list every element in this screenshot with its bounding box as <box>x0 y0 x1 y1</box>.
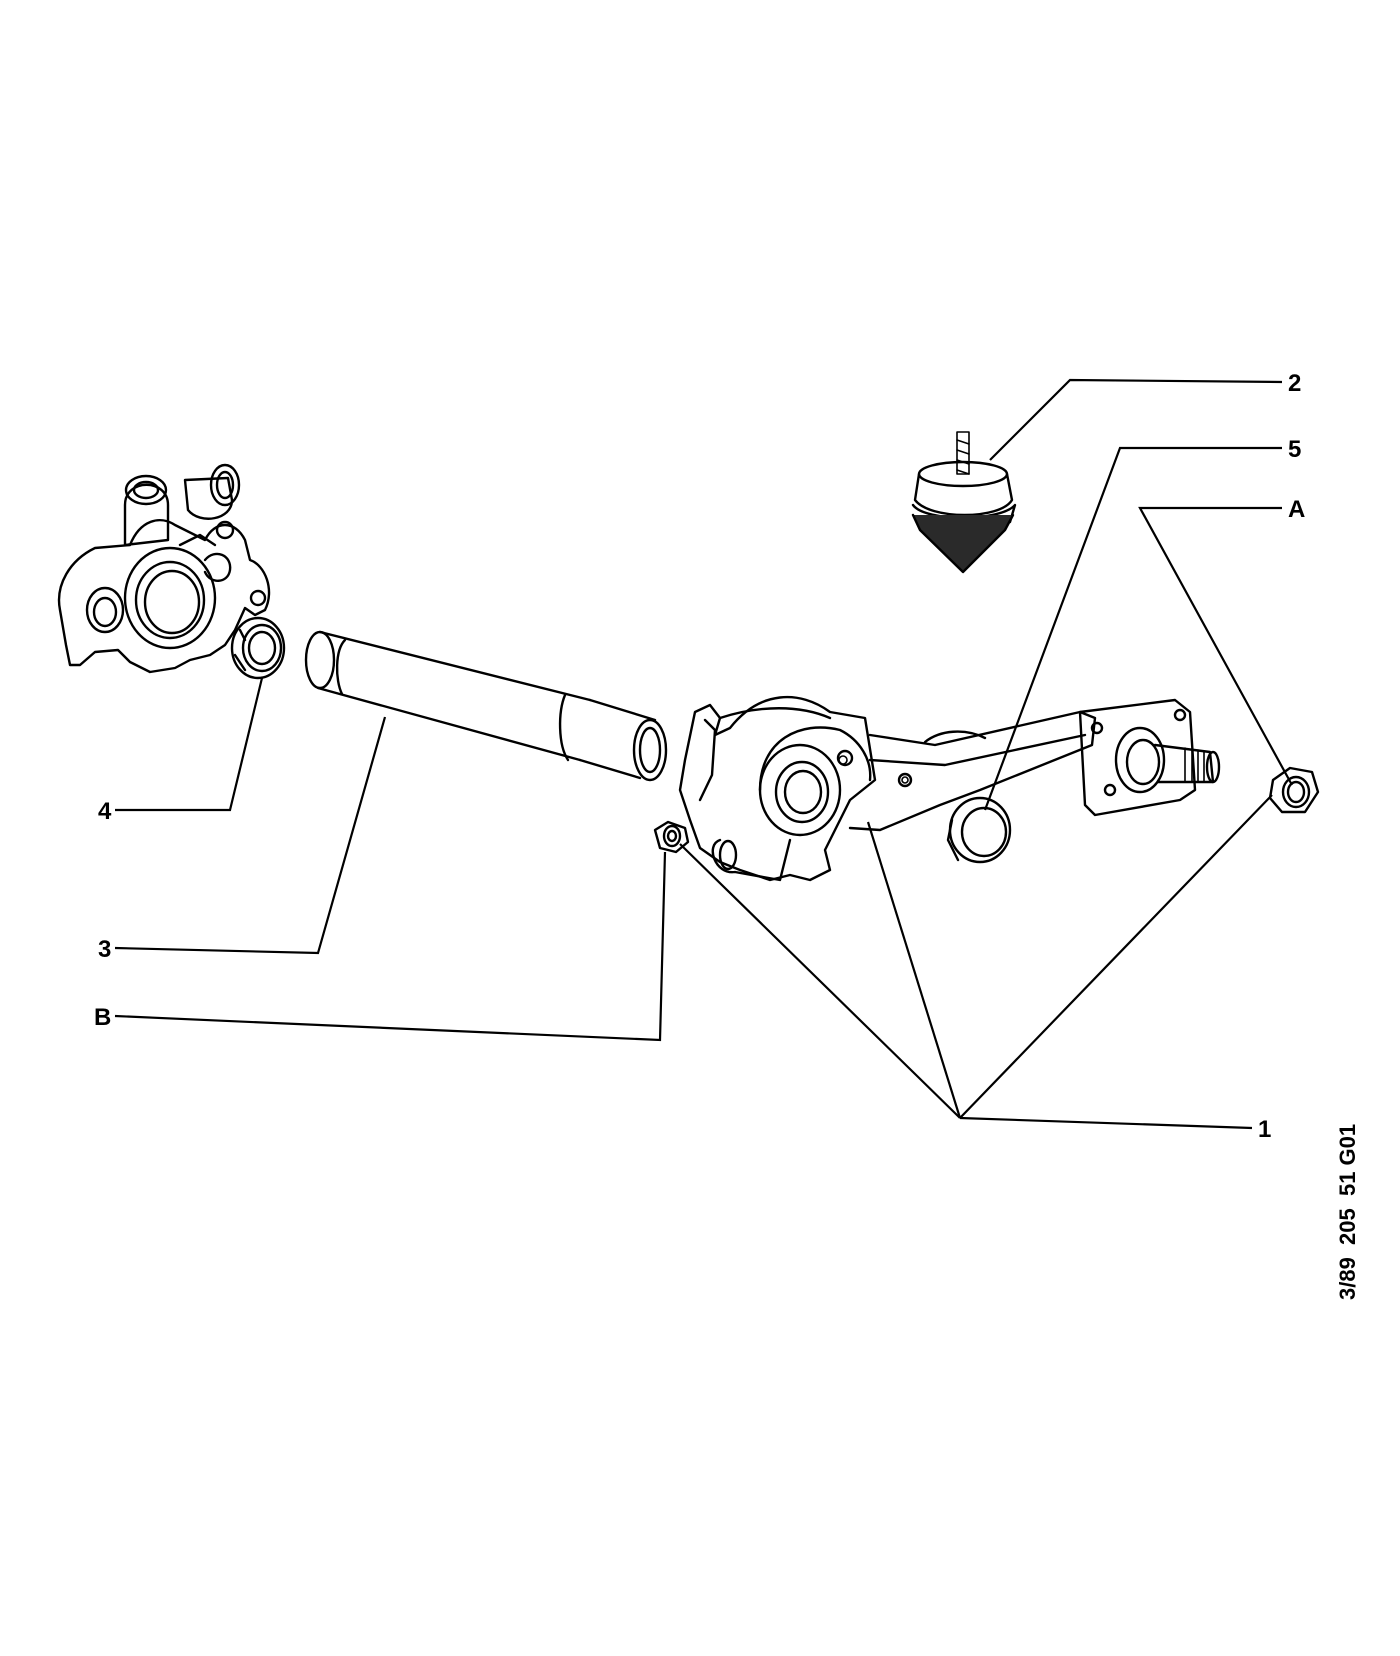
leader-1-to-nut-a <box>959 794 1273 1119</box>
leader-1-to-nut-b <box>679 843 961 1119</box>
reference-code: 3/89 205 51 G01 <box>1335 1124 1360 1300</box>
callout-label-2: 2 <box>1288 370 1301 397</box>
callout-leader-lines <box>114 378 1293 1130</box>
nut-part-b <box>653 820 690 854</box>
leader-4 <box>115 677 264 812</box>
bushing-part-4 <box>230 616 286 680</box>
leader-a <box>1138 506 1293 786</box>
callout-label-b: B <box>94 1004 111 1031</box>
callout-label-a: A <box>1288 496 1305 523</box>
callout-label-3: 3 <box>98 936 111 963</box>
callout-label-4: 4 <box>98 798 112 825</box>
leader-5 <box>983 446 1282 811</box>
callout-label-5: 5 <box>1288 436 1301 463</box>
leader-2 <box>989 378 1283 461</box>
trailing-arm-part-1 <box>678 695 1221 882</box>
leader-1-to-arm <box>866 821 962 1119</box>
housing-part <box>57 463 271 674</box>
tube-part-3 <box>304 630 668 782</box>
leader-1 <box>959 1116 1253 1130</box>
leader-3 <box>114 716 387 955</box>
callout-label-1: 1 <box>1258 1116 1271 1143</box>
leader-b <box>114 851 667 1042</box>
seal-ring-part-5 <box>946 796 1012 864</box>
nut-part-a <box>1268 766 1320 814</box>
rubber-stop-part-2 <box>911 431 1017 574</box>
